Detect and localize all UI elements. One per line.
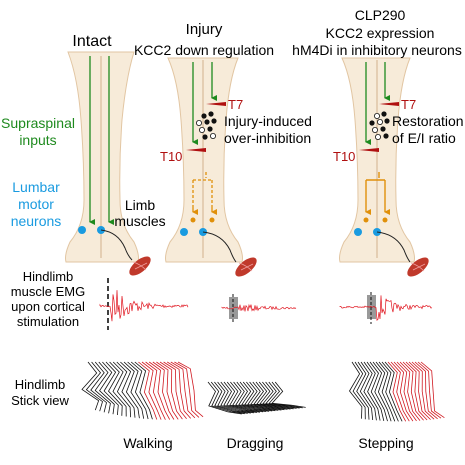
emg-row-label-line4: stimulation bbox=[16, 314, 80, 329]
stick-view-dragging bbox=[207, 381, 306, 415]
lesion-t10-clp290 bbox=[359, 148, 379, 152]
lesion-t7-injury bbox=[206, 102, 226, 106]
gait-label-dragging: Dragging bbox=[226, 435, 284, 451]
excitatory-path-clp290 bbox=[365, 172, 386, 206]
spinal-cord-injury bbox=[165, 57, 243, 263]
lesion-t7-clp290 bbox=[379, 102, 399, 106]
emg-trace-clp290 bbox=[339, 295, 433, 321]
motor-axon-intact bbox=[100, 229, 133, 261]
motor-axon-clp290 bbox=[376, 231, 411, 263]
spinal-cord-clp290 bbox=[339, 57, 415, 263]
muscle-icons bbox=[129, 256, 429, 277]
gait-label-stepping: Stepping bbox=[358, 435, 414, 451]
lumbar-label-line2: motor bbox=[18, 196, 54, 212]
lumbar-label-line3: neurons bbox=[10, 213, 62, 229]
spinal-cord-intact bbox=[65, 51, 139, 263]
stick-view-stepping bbox=[349, 361, 445, 422]
inhibitory-neuron-clp290-left bbox=[363, 217, 369, 223]
motor-neuron-clp290-left bbox=[354, 228, 362, 236]
inhibitory-neuron-injury-right bbox=[209, 217, 215, 223]
t7-label-clp290: T7 bbox=[401, 97, 417, 112]
motor-neuron-intact-left bbox=[78, 226, 86, 234]
t10-label-clp290: T10 bbox=[333, 149, 356, 164]
stick-views bbox=[81, 361, 445, 422]
interneurons-injury bbox=[195, 111, 217, 140]
muscle-injury bbox=[235, 257, 257, 277]
motor-neuron-injury-left bbox=[180, 228, 188, 236]
stick-view-walking bbox=[81, 361, 204, 420]
note-clp290-line2: of E/I ratio bbox=[392, 130, 456, 146]
emg-trace-injury bbox=[221, 303, 297, 312]
t10-label-injury: T10 bbox=[160, 149, 183, 164]
inhibitory-neuron-clp290-right bbox=[382, 217, 388, 223]
column-title-injury-line2: KCC2 down regulation bbox=[133, 42, 275, 58]
interneurons-clp290 bbox=[369, 111, 390, 140]
lumbar-label-line1: Lumbar bbox=[12, 179, 60, 195]
inhibitory-path-injury bbox=[192, 172, 213, 206]
lesion-t10-injury bbox=[186, 148, 206, 152]
column-title-intact: Intact bbox=[72, 33, 112, 50]
limb-muscles-label-line2: muscles bbox=[114, 213, 166, 229]
column-title-injury-line1: Injury bbox=[185, 21, 223, 38]
muscle-intact bbox=[129, 256, 151, 276]
limb-muscles-label-line1: Limb bbox=[124, 197, 156, 213]
supraspinal-label-line1: Supraspinal bbox=[1, 115, 75, 131]
motor-axon-injury bbox=[202, 231, 237, 263]
t7-label-injury: T7 bbox=[228, 97, 244, 112]
note-clp290-line1: Restoration bbox=[392, 113, 464, 129]
column-title-clp290-line1: CLP290 bbox=[354, 7, 406, 23]
stick-row-label-line1: Hindlimb bbox=[14, 377, 66, 392]
emg-row-label-line3: upon cortical bbox=[11, 299, 85, 314]
emg-traces bbox=[99, 290, 433, 322]
note-injury-line2: over-inhibition bbox=[224, 130, 312, 146]
emg-row-label-line1: Hindlimb bbox=[22, 269, 74, 284]
stick-row-label-line2: Stick view bbox=[11, 393, 69, 408]
column-title-clp290-line2: KCC2 expression bbox=[325, 25, 435, 41]
inhibitory-neuron-injury-left bbox=[190, 217, 196, 223]
column-title-clp290-line3: hM4Di in inhibitory neurons bbox=[292, 42, 462, 58]
supraspinal-label-line2: inputs bbox=[19, 132, 57, 148]
muscle-clp290 bbox=[407, 257, 429, 277]
emg-row-label-line2: muscle EMG bbox=[10, 284, 86, 299]
gait-label-walking: Walking bbox=[123, 435, 173, 451]
note-injury-line1: Injury-induced bbox=[224, 113, 312, 129]
emg-trace-intact bbox=[99, 290, 189, 322]
